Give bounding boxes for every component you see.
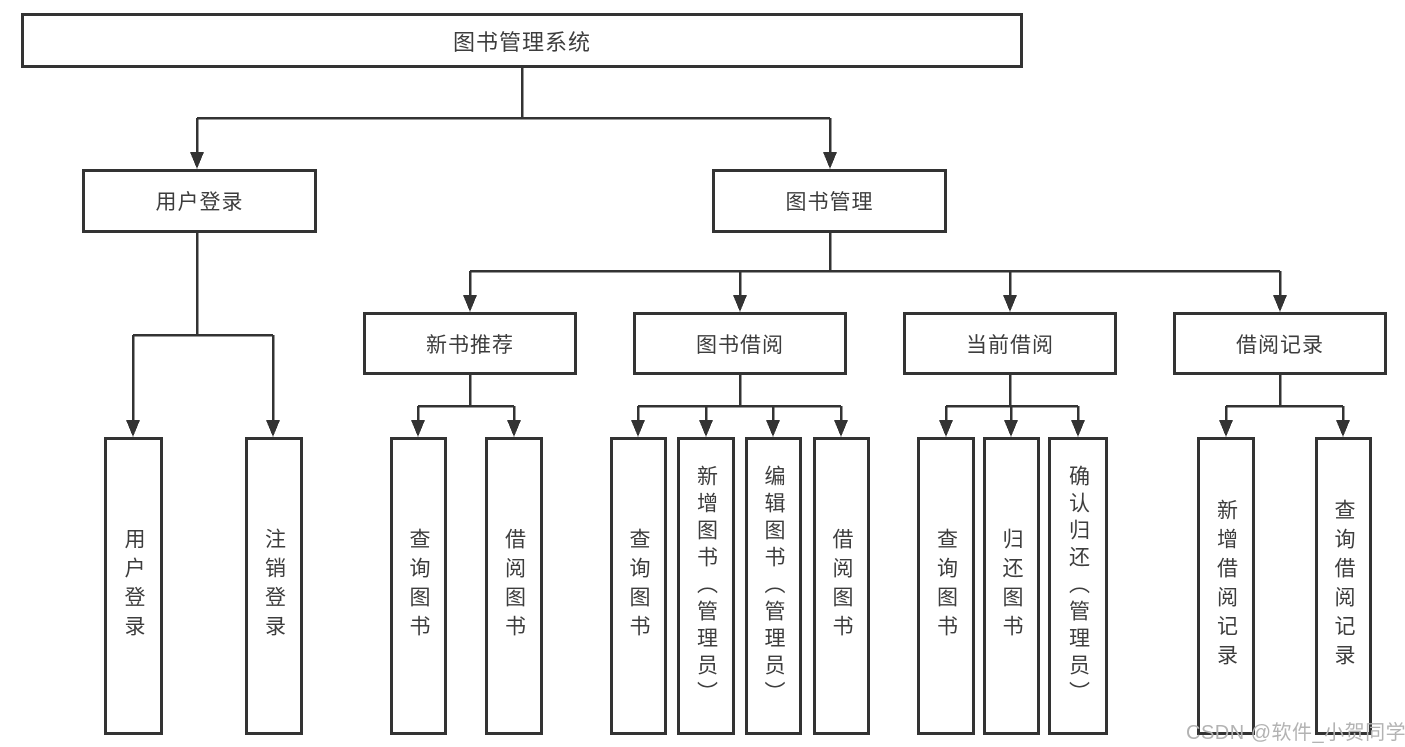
node-leaf-borrow-books-2: 借阅图书 xyxy=(813,437,870,735)
node-leaf-add-books-admin: 新增图书（管理员） xyxy=(677,437,735,735)
leaf-label: 借阅图书 xyxy=(830,528,853,644)
node-leaf-add-borrow-record: 新增借阅记录 xyxy=(1197,437,1255,735)
leaf-label: 查询图书 xyxy=(407,528,430,644)
node-leaf-query-books-1: 查询图书 xyxy=(390,437,447,735)
leaf-label: 借阅图书 xyxy=(502,528,526,644)
node-leaf-query-books-2: 查询图书 xyxy=(610,437,667,735)
node-user-login-branch: 用户登录 xyxy=(82,169,317,233)
leaf-label: 新增借阅记录 xyxy=(1214,499,1238,673)
leaf-label: 确认归还（管理员） xyxy=(1066,464,1090,708)
leaf-label: 查询图书 xyxy=(934,528,958,644)
node-new-book-recommend: 新书推荐 xyxy=(363,312,577,375)
node-leaf-logout: 注销登录 xyxy=(245,437,303,735)
node-book-borrowing: 图书借阅 xyxy=(633,312,847,375)
leaf-label: 编辑图书（管理员） xyxy=(762,464,785,708)
leaf-label: 注销登录 xyxy=(262,528,286,644)
node-leaf-query-books-3: 查询图书 xyxy=(917,437,975,735)
node-leaf-user-login: 用户登录 xyxy=(104,437,163,735)
csdn-watermark: CSDN @软件_小贺同学 xyxy=(1186,722,1405,744)
node-current-borrowing: 当前借阅 xyxy=(903,312,1117,375)
node-book-management-branch: 图书管理 xyxy=(712,169,947,233)
leaf-label: 新增图书（管理员） xyxy=(694,464,718,708)
leaf-label: 查询借阅记录 xyxy=(1332,499,1355,673)
node-borrowing-records: 借阅记录 xyxy=(1173,312,1387,375)
leaf-label: 查询图书 xyxy=(627,528,650,644)
node-leaf-return-books: 归还图书 xyxy=(983,437,1040,735)
node-leaf-borrow-books-1: 借阅图书 xyxy=(485,437,543,735)
node-library-system: 图书管理系统 xyxy=(21,13,1023,68)
leaf-label: 归还图书 xyxy=(1000,528,1023,644)
node-leaf-query-borrow-record: 查询借阅记录 xyxy=(1315,437,1372,735)
node-leaf-confirm-return-admin: 确认归还（管理员） xyxy=(1048,437,1108,735)
node-leaf-edit-books-admin: 编辑图书（管理员） xyxy=(745,437,802,735)
leaf-label: 用户登录 xyxy=(122,528,145,644)
